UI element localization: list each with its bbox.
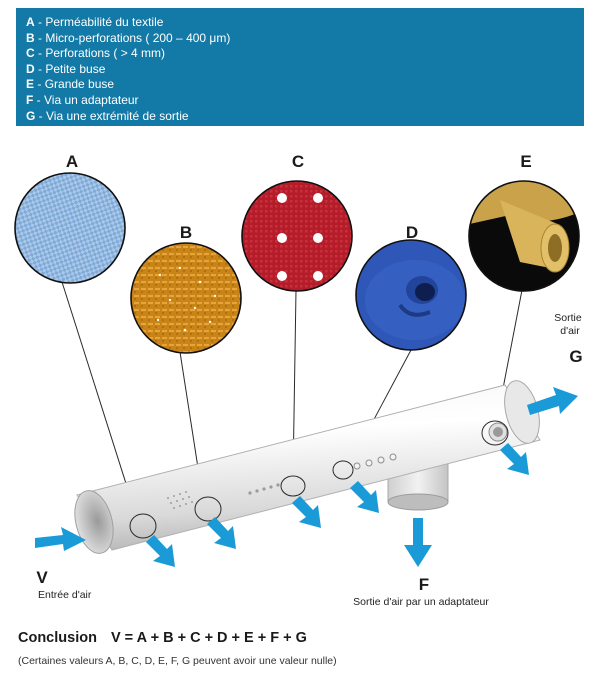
label-d: D [406, 223, 418, 242]
label-g: G [569, 347, 582, 366]
legend-text: Via une extrémité de sortie [46, 108, 189, 123]
legend-key: E [26, 77, 35, 92]
arrow-c-out [292, 496, 321, 528]
conclusion-note: (Certaines valeurs A, B, C, D, E, F, G p… [18, 655, 337, 667]
conclusion-title: Conclusion [18, 630, 97, 646]
airflow-arrows [35, 387, 578, 567]
duct-diagram: A B C D E G V F Sortie d'air Entrée d'ai… [14, 152, 583, 608]
inlet-arrow [35, 527, 86, 551]
label-v: V [36, 568, 48, 587]
nozzle-row [353, 453, 397, 470]
legend-key: F [26, 92, 34, 107]
arrow-a-out [146, 535, 175, 567]
legend-text: Perforations ( > 4 mm) [45, 46, 166, 61]
legend-text: Grande buse [44, 77, 115, 92]
legend-item-b: B - Micro-perforations ( 200 – 400 μm) [26, 30, 231, 45]
arrow-d-out [350, 481, 379, 513]
legend-text: Micro-perforations ( 200 – 400 μm) [45, 30, 231, 45]
label-b: B [180, 223, 192, 242]
legend-box: A - Perméabilité du textile B - Micro-pe… [16, 8, 584, 126]
detail-circle-d [355, 239, 467, 351]
legend-item-c: C - Perforations ( > 4 mm) [26, 46, 166, 61]
legend-item-a: A - Perméabilité du textile [26, 15, 164, 29]
label-a: A [66, 152, 78, 171]
conclusion-formula: V = A + B + C + D + E + F + G [110, 630, 307, 646]
outlet-arrow [527, 387, 578, 415]
legend-item-d: D - Petite buse [26, 61, 106, 76]
label-e: E [520, 152, 531, 171]
legend-list: A - Perméabilité du textile B - Micro-pe… [16, 8, 584, 124]
perforation-row [248, 483, 280, 495]
micro-perforations [167, 491, 193, 509]
detail-circle-c [241, 180, 353, 292]
label-f: F [419, 575, 429, 594]
legend-item-f: F - Via un adaptateur [26, 92, 139, 107]
legend-key: A [26, 15, 35, 29]
legend-text: Perméabilité du textile [45, 15, 164, 29]
legend-text: Via un adaptateur [44, 92, 139, 107]
legend-key: D [26, 61, 35, 76]
outlet-caption-line2: d'air [560, 325, 580, 337]
legend-text: Petite buse [45, 61, 106, 76]
detail-circle-a [14, 172, 126, 284]
detail-circle-b [130, 242, 242, 354]
adapter-arrow [404, 518, 432, 567]
arrow-b-out [207, 517, 236, 549]
label-c: C [292, 152, 304, 171]
legend-item-g: G - Via une extrémité de sortie [26, 108, 189, 123]
large-nozzle-on-duct [488, 422, 508, 442]
leader-lines [61, 281, 523, 516]
adapter-outlet-caption: Sortie d'air par un adaptateur [353, 596, 489, 608]
arrow-e-out [500, 443, 529, 475]
inlet-caption: Entrée d'air [38, 589, 92, 601]
legend-key: G [26, 108, 36, 123]
legend-item-e: E - Grande buse [26, 77, 115, 92]
outlet-caption-line1: Sortie [554, 312, 582, 324]
detail-circle-e [468, 180, 580, 292]
conclusion: Conclusion V = A + B + C + D + E + F + G [18, 630, 307, 646]
highlight-rings [129, 420, 509, 539]
textile-duct [74, 380, 541, 554]
legend-key: B [26, 30, 35, 45]
legend-key: C [26, 46, 35, 61]
